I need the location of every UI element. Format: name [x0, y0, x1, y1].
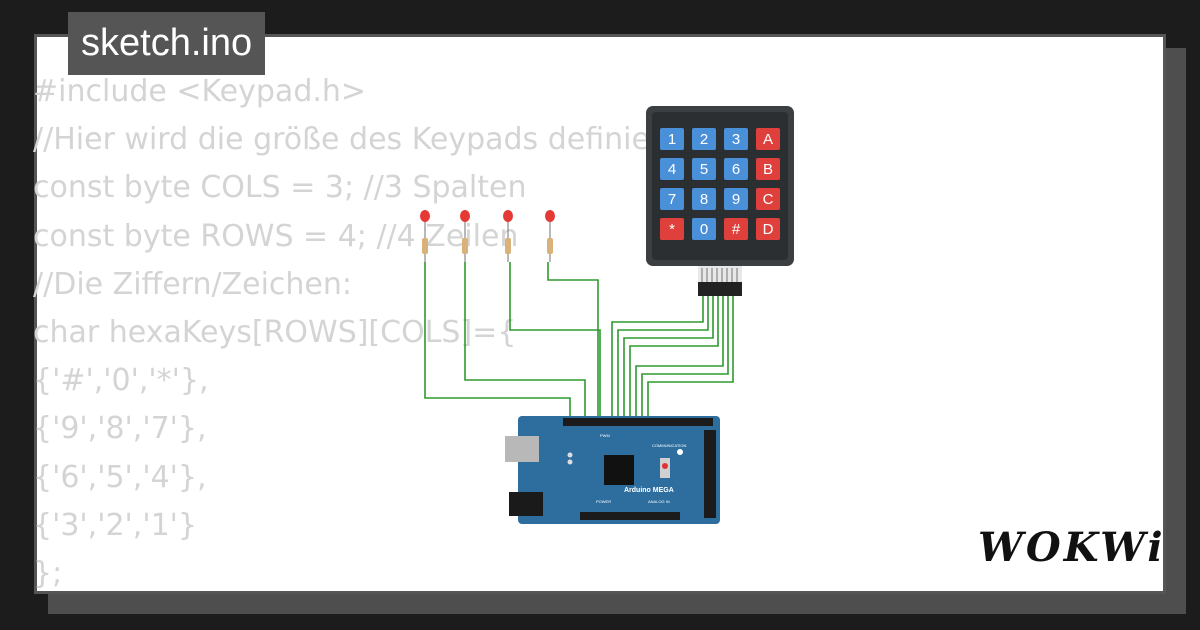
svg-text:POWER: POWER: [596, 499, 611, 504]
svg-text:3: 3: [732, 131, 740, 148]
led-group: [420, 210, 555, 262]
resistor-icon: [462, 238, 468, 254]
code-line: char hexaKeys[ROWS][COLS]={: [33, 314, 517, 350]
code-line: {'#','0','*'},: [33, 363, 209, 399]
svg-text:9: 9: [732, 191, 740, 208]
code-line: const byte COLS = 3; //3 Spalten: [33, 170, 527, 206]
arduino-mega-board[interactable]: Arduino MEGA PWM COMMUNICATION POWER ANA…: [505, 416, 720, 524]
led-3[interactable]: [503, 210, 513, 262]
svg-text:7: 7: [668, 191, 676, 208]
usb-port: [505, 436, 539, 462]
keypad-key-2[interactable]: 2: [692, 128, 716, 150]
resistor-icon: [547, 238, 553, 254]
code-preview: #include <Keypad.h>//Hier wird die größe…: [33, 68, 674, 598]
keypad-key-#[interactable]: #: [724, 218, 748, 240]
svg-text:A: A: [763, 131, 773, 148]
svg-text:ANALOG IN: ANALOG IN: [648, 499, 670, 504]
svg-text:6: 6: [732, 161, 740, 178]
file-name-tag: sketch.ino: [68, 12, 266, 75]
code-line: {'3','2','1'}: [33, 507, 197, 543]
wires: [424, 262, 734, 420]
wokwi-logo: WOKWi: [978, 524, 1166, 571]
svg-text:D: D: [763, 221, 774, 238]
led-2[interactable]: [460, 210, 470, 262]
svg-text:#: #: [732, 221, 741, 238]
resistor-icon: [422, 238, 428, 254]
keypad-key-4[interactable]: 4: [660, 158, 684, 180]
board-label: Arduino MEGA: [624, 487, 674, 494]
svg-text:COMMUNICATION: COMMUNICATION: [652, 443, 686, 448]
code-line: {'9','8','7'},: [33, 411, 207, 447]
svg-text:1: 1: [668, 131, 676, 148]
keypad-key-0[interactable]: 0: [692, 218, 716, 240]
svg-text:2: 2: [700, 131, 708, 148]
svg-text:*: *: [669, 221, 675, 238]
code-line: //Die Ziffern/Zeichen:: [33, 266, 353, 302]
keypad-key-9[interactable]: 9: [724, 188, 748, 210]
svg-text:0: 0: [700, 221, 708, 238]
mcu-chip: [604, 455, 634, 485]
code-line: {'6','5','4'},: [33, 459, 207, 495]
led-4[interactable]: [545, 210, 555, 262]
keypad-key-6[interactable]: 6: [724, 158, 748, 180]
keypad-key-D[interactable]: D: [756, 218, 780, 240]
power-analog-header: [580, 512, 680, 520]
svg-text:4: 4: [668, 161, 676, 178]
side-header: [704, 430, 716, 518]
reset-button: [662, 463, 668, 469]
svg-text:B: B: [763, 161, 773, 178]
keypad-key-8[interactable]: 8: [692, 188, 716, 210]
keypad-key-3[interactable]: 3: [724, 128, 748, 150]
keypad-key-5[interactable]: 5: [692, 158, 716, 180]
code-line: const byte ROWS = 4; //4 Zeilen: [33, 218, 519, 254]
code-line: #include <Keypad.h>: [33, 74, 367, 109]
keypad-key-B[interactable]: B: [756, 158, 780, 180]
keypad-key-A[interactable]: A: [756, 128, 780, 150]
svg-text:PWM: PWM: [600, 433, 610, 438]
led-1[interactable]: [420, 210, 430, 262]
keypad-key-7[interactable]: 7: [660, 188, 684, 210]
keypad-key-*[interactable]: *: [660, 218, 684, 240]
power-jack: [509, 492, 543, 516]
resistor-icon: [505, 238, 511, 254]
code-line: };: [33, 555, 63, 591]
svg-text:C: C: [763, 191, 774, 208]
keypad-module[interactable]: 1 2 3 A 4 5 6 B 7 8 9 C * 0 # D: [646, 106, 794, 296]
svg-text:5: 5: [700, 161, 708, 178]
keypad-key-1[interactable]: 1: [660, 128, 684, 150]
svg-text:8: 8: [700, 191, 708, 208]
keypad-key-C[interactable]: C: [756, 188, 780, 210]
digital-header: [563, 418, 713, 426]
